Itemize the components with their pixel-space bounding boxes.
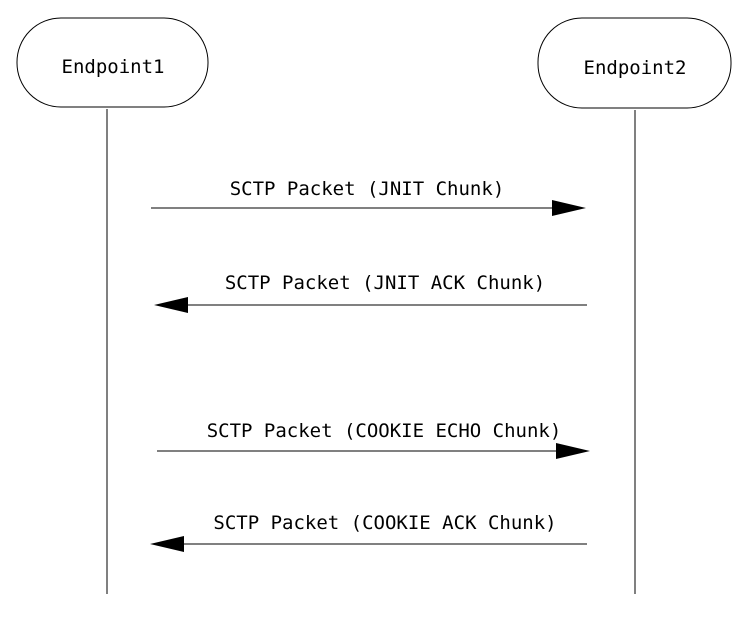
- endpoint2-box: [537, 17, 732, 109]
- endpoint1-label: Endpoint1: [62, 56, 165, 78]
- endpoint1: Endpoint1: [16, 17, 209, 108]
- arrowhead-right-icon: [552, 200, 586, 216]
- arrowhead-right-icon: [556, 443, 590, 459]
- arrowhead-left-icon: [150, 536, 184, 552]
- message-cookie-echo: SCTP Packet (COOKIE ECHO Chunk): [157, 420, 590, 459]
- arrowhead-left-icon: [154, 297, 188, 313]
- message-cookie-echo-label: SCTP Packet (COOKIE ECHO Chunk): [207, 420, 562, 442]
- message-cookie-ack: SCTP Packet (COOKIE ACK Chunk): [150, 512, 587, 552]
- message-cookie-ack-label: SCTP Packet (COOKIE ACK Chunk): [213, 512, 556, 534]
- endpoint2-label: Endpoint2: [584, 57, 687, 79]
- endpoint1-box: [16, 17, 209, 108]
- message-init-label: SCTP Packet (JNIT Chunk): [230, 178, 505, 200]
- endpoint2: Endpoint2: [537, 17, 732, 109]
- message-init-ack-label: SCTP Packet (JNIT ACK Chunk): [225, 272, 545, 294]
- message-init: SCTP Packet (JNIT Chunk): [151, 178, 586, 216]
- message-init-ack: SCTP Packet (JNIT ACK Chunk): [154, 272, 587, 313]
